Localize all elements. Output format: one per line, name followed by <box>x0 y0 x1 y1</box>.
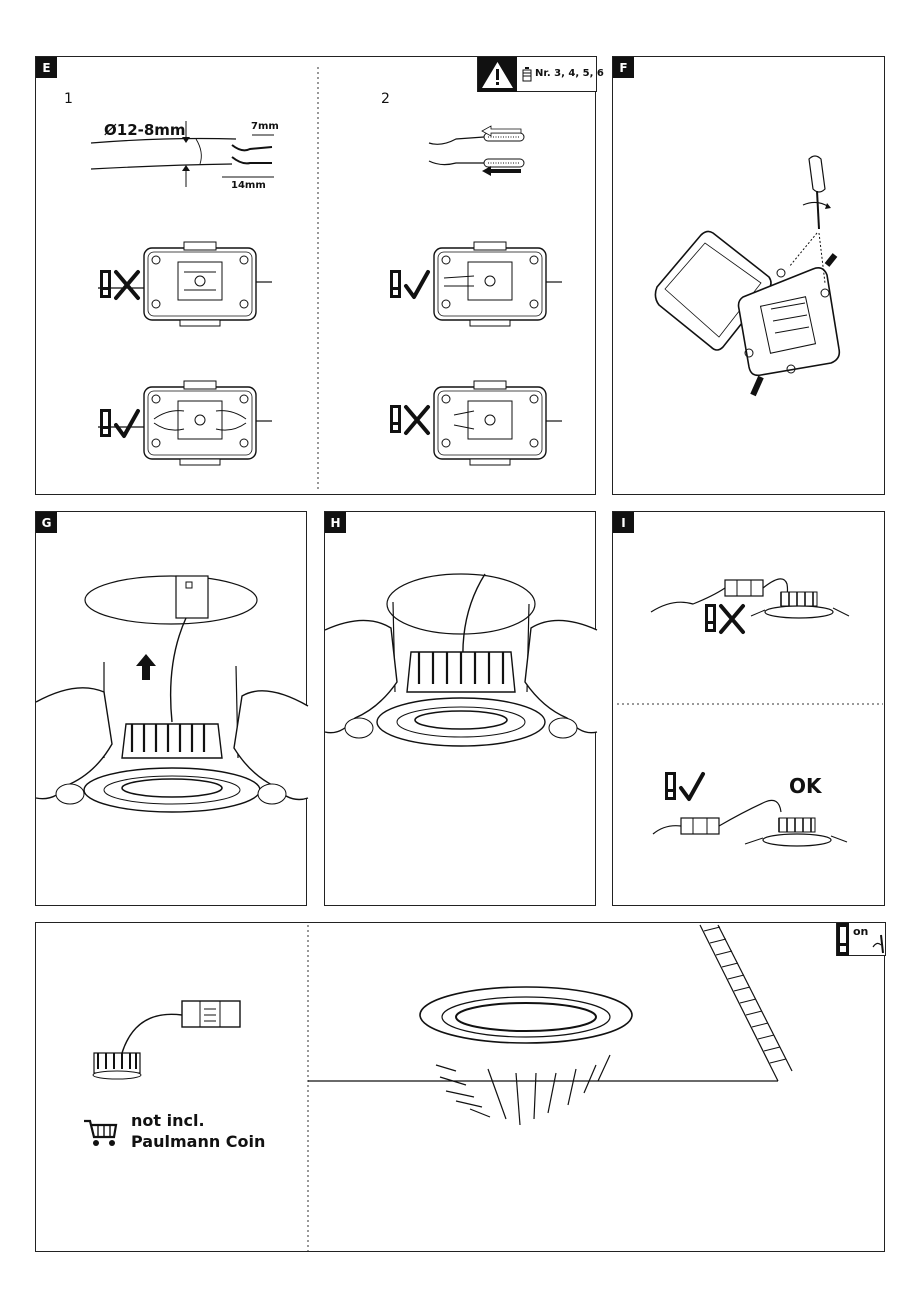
panel-e-divider <box>317 67 319 489</box>
led-module-drawing <box>92 1000 241 1080</box>
shopping-cart-icon <box>84 1119 118 1146</box>
cross-icon <box>705 604 745 634</box>
switch-on-label: on <box>853 925 869 938</box>
panel-e-tag: E <box>36 57 57 78</box>
cable-diameter-label: Ø12-8mm <box>104 121 186 139</box>
connector-box-wrong-2 <box>433 380 562 466</box>
screwdriver-icon <box>788 155 831 284</box>
tools-reference-text: Nr. 3, 4, 5, 6 <box>535 68 604 79</box>
check-icon <box>100 409 140 438</box>
cable-strip-drawing <box>90 121 274 187</box>
arrow-up-icon <box>136 654 156 680</box>
warning-triangle-icon <box>478 57 517 92</box>
connector-box-correct-1 <box>98 380 272 466</box>
panel-h-tag: H <box>325 512 346 533</box>
switch-on-box: on <box>836 922 886 956</box>
open-connector-box-drawing <box>654 155 841 397</box>
connector-box-correct-2 <box>433 241 562 327</box>
installed-luminaire-drawing <box>308 924 793 1126</box>
panel-e: E Nr. 3, 4, 5, 6 1 2 Ø1 <box>35 56 604 495</box>
coin-label: Paulmann Coin <box>131 1132 266 1151</box>
cross-icon <box>390 405 430 435</box>
check-icon <box>665 772 705 801</box>
panel-i-tag: I <box>613 512 634 533</box>
step-2-label: 2 <box>381 91 390 107</box>
bottom-divider <box>307 925 309 1251</box>
connector-box-wrong-1 <box>98 241 272 327</box>
toolbox-icon <box>522 67 532 82</box>
panel-g: G <box>35 511 309 906</box>
panel-f-tag: F <box>613 57 634 78</box>
strip-length-short: 7mm <box>251 121 279 132</box>
strip-length-long: 14mm <box>231 180 266 191</box>
panel-g-tag: G <box>36 512 57 533</box>
insert-luminaire-drawing <box>35 575 309 813</box>
light-switch-icon <box>837 923 884 956</box>
panel-h: H <box>324 511 598 906</box>
tools-reference-box: Nr. 3, 4, 5, 6 <box>477 56 604 92</box>
panel-i-drawing <box>617 578 883 847</box>
panel-bottom: not incl. Paulmann Coin <box>35 922 886 1252</box>
wire-ends-drawing <box>428 125 525 176</box>
check-icon <box>390 270 430 299</box>
step-1-label: 1 <box>64 91 73 107</box>
mount-luminaire-drawing <box>324 573 598 747</box>
ok-label: OK <box>789 774 822 798</box>
not-included-label: not incl. <box>131 1111 205 1130</box>
cross-icon <box>100 270 140 300</box>
panel-i: I OK <box>612 511 885 906</box>
panel-f: F <box>612 56 885 495</box>
